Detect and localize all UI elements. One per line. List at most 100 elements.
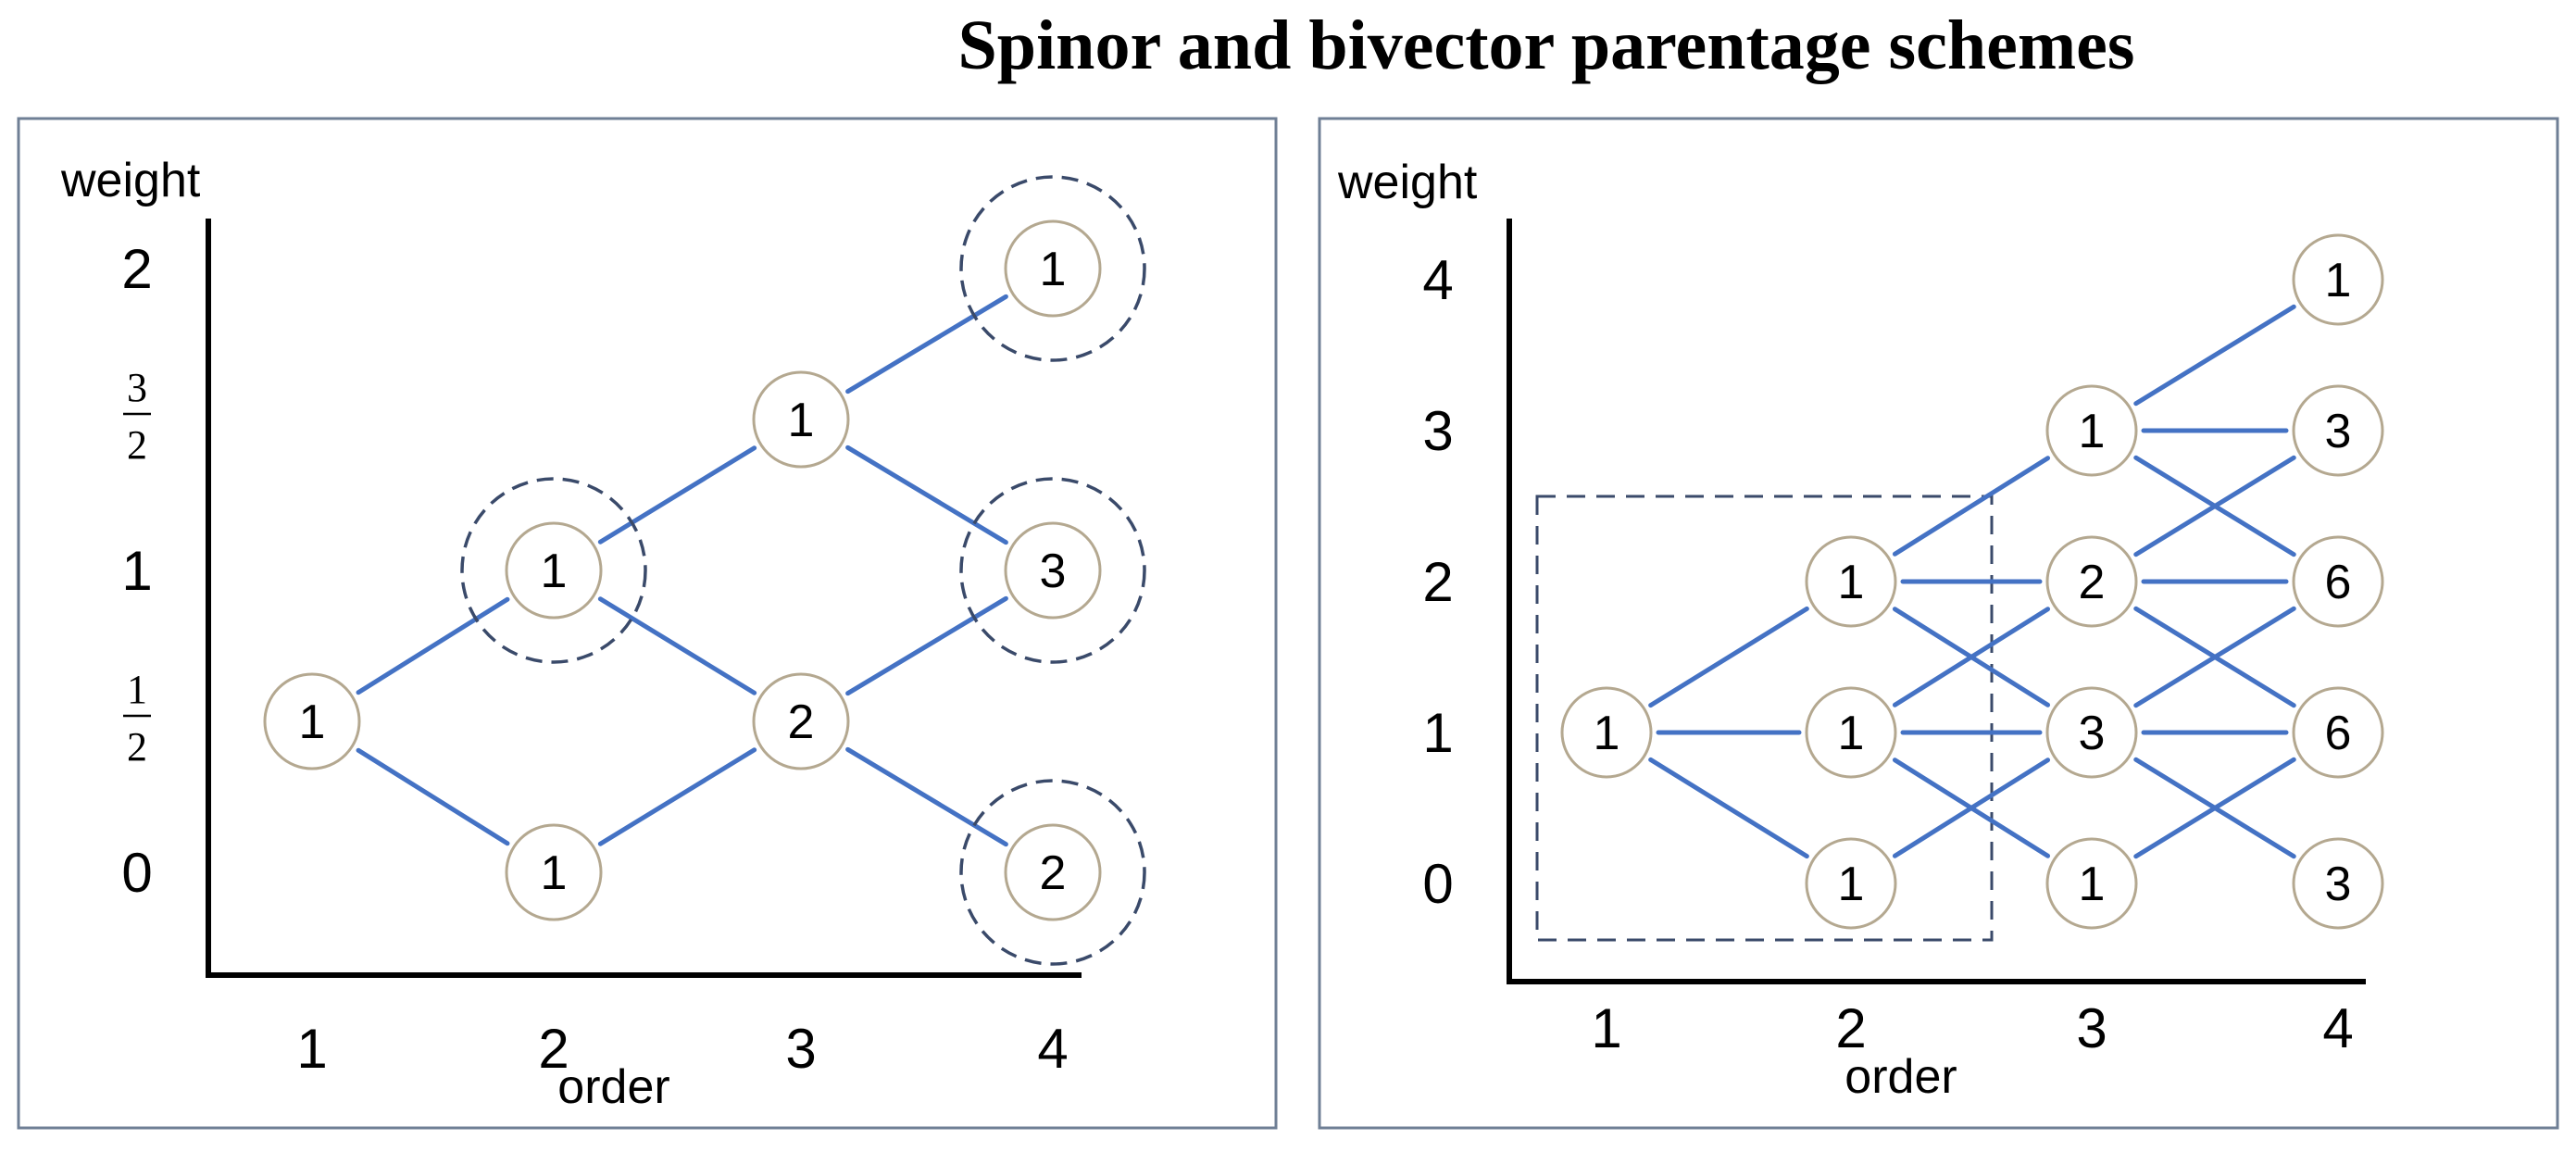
y-tick-label: 2 bbox=[121, 238, 152, 300]
node: 3 bbox=[2045, 686, 2138, 779]
node-circle bbox=[2292, 837, 2384, 930]
node-label: 6 bbox=[2325, 556, 2352, 609]
y-tick-fraction: 32 bbox=[123, 365, 151, 468]
y-tick-label: 1 bbox=[1422, 702, 1453, 764]
node-label: 2 bbox=[2079, 556, 2106, 609]
y-tick-fraction: 12 bbox=[123, 667, 151, 770]
subset-dashed-box bbox=[1535, 495, 1994, 942]
node-circle bbox=[2045, 384, 2138, 477]
node-label: 1 bbox=[2079, 858, 2106, 911]
node-circle bbox=[2045, 837, 2138, 930]
node: 1 bbox=[460, 477, 647, 664]
node: 1 bbox=[2292, 233, 2384, 326]
node: 2 bbox=[2045, 535, 2138, 628]
node-label: 1 bbox=[299, 695, 326, 749]
node-label: 1 bbox=[541, 846, 568, 900]
edge-line bbox=[1648, 606, 1809, 708]
edge-line bbox=[2133, 757, 2296, 859]
y-tick-numerator: 3 bbox=[127, 365, 147, 410]
node: 3 bbox=[2292, 837, 2384, 930]
node-circle bbox=[752, 370, 850, 469]
x-axis-title: order bbox=[1844, 1050, 1957, 1104]
node-label: 1 bbox=[1594, 707, 1620, 760]
edge-line bbox=[2133, 455, 2296, 557]
node-circle bbox=[263, 672, 361, 770]
node-label: 3 bbox=[2079, 707, 2106, 760]
node: 1 bbox=[1560, 686, 1653, 779]
y-axis-title: weight bbox=[60, 154, 201, 207]
node-circle bbox=[2045, 686, 2138, 779]
y-tick-numerator: 1 bbox=[127, 667, 147, 712]
node-label: 1 bbox=[1040, 243, 1067, 296]
node-circle bbox=[2292, 384, 2384, 477]
x-tick-label: 2 bbox=[1835, 997, 1866, 1059]
edge-line bbox=[845, 595, 1008, 696]
y-axis-title: weight bbox=[1337, 156, 1478, 209]
node-label: 1 bbox=[2079, 405, 2106, 458]
node: 3 bbox=[959, 477, 1146, 664]
node: 1 bbox=[263, 672, 361, 770]
node-circle bbox=[2292, 233, 2384, 326]
node-label: 1 bbox=[788, 394, 815, 447]
edge-line bbox=[597, 747, 757, 846]
edge-line bbox=[845, 294, 1008, 394]
node-halo bbox=[959, 175, 1146, 362]
node-circle bbox=[1004, 521, 1102, 620]
node-circle bbox=[505, 521, 603, 620]
edge-line bbox=[356, 596, 510, 695]
node-halo bbox=[460, 477, 647, 664]
x-axis-title: order bbox=[557, 1060, 669, 1114]
node-circle bbox=[1805, 535, 1897, 628]
node: 6 bbox=[2292, 686, 2384, 779]
x-tick-label: 3 bbox=[2076, 997, 2107, 1059]
node-circle bbox=[2292, 535, 2384, 628]
x-tick-label: 1 bbox=[296, 1018, 327, 1080]
y-tick-label: 3 bbox=[1422, 400, 1453, 462]
node: 1 bbox=[2045, 837, 2138, 930]
x-tick-label: 4 bbox=[2322, 997, 2353, 1059]
edge-line bbox=[845, 746, 1008, 847]
node: 1 bbox=[2045, 384, 2138, 477]
node-circle bbox=[1805, 686, 1897, 779]
node: 2 bbox=[959, 779, 1146, 966]
node: 2 bbox=[752, 672, 850, 770]
node-label: 1 bbox=[1838, 556, 1865, 609]
node-label: 1 bbox=[2325, 254, 2352, 307]
node-circle bbox=[1004, 823, 1102, 921]
edge-line bbox=[597, 596, 757, 695]
edge-line bbox=[1892, 456, 2051, 557]
y-tick-label: 2 bbox=[1422, 551, 1453, 613]
y-tick-label: 0 bbox=[121, 842, 152, 904]
edge-line bbox=[597, 445, 757, 545]
node: 1 bbox=[1805, 686, 1897, 779]
node-label: 2 bbox=[788, 695, 815, 749]
node-label: 1 bbox=[1838, 858, 1865, 911]
edge-line bbox=[2133, 606, 2296, 708]
node-halo bbox=[959, 477, 1146, 664]
node: 3 bbox=[2292, 384, 2384, 477]
node-halo bbox=[959, 779, 1146, 966]
node-circle bbox=[505, 823, 603, 921]
node-label: 3 bbox=[2325, 405, 2352, 458]
x-tick-label: 1 bbox=[1591, 997, 1621, 1059]
node: 1 bbox=[1805, 837, 1897, 930]
node-circle bbox=[2292, 686, 2384, 779]
node: 1 bbox=[505, 823, 603, 921]
node: 1 bbox=[752, 370, 850, 469]
node: 1 bbox=[1805, 535, 1897, 628]
edge-line bbox=[1892, 758, 2051, 858]
node-circle bbox=[752, 672, 850, 770]
y-tick-denominator: 2 bbox=[127, 724, 147, 770]
x-tick-label: 4 bbox=[1037, 1018, 1068, 1080]
x-tick-label: 2 bbox=[538, 1018, 569, 1080]
node: 1 bbox=[959, 175, 1146, 362]
y-tick-label: 4 bbox=[1422, 249, 1453, 311]
node-label: 1 bbox=[541, 545, 568, 598]
node-label: 3 bbox=[2325, 858, 2352, 911]
node-label: 6 bbox=[2325, 707, 2352, 760]
node-circle bbox=[1004, 219, 1102, 318]
node-circle bbox=[1805, 837, 1897, 930]
